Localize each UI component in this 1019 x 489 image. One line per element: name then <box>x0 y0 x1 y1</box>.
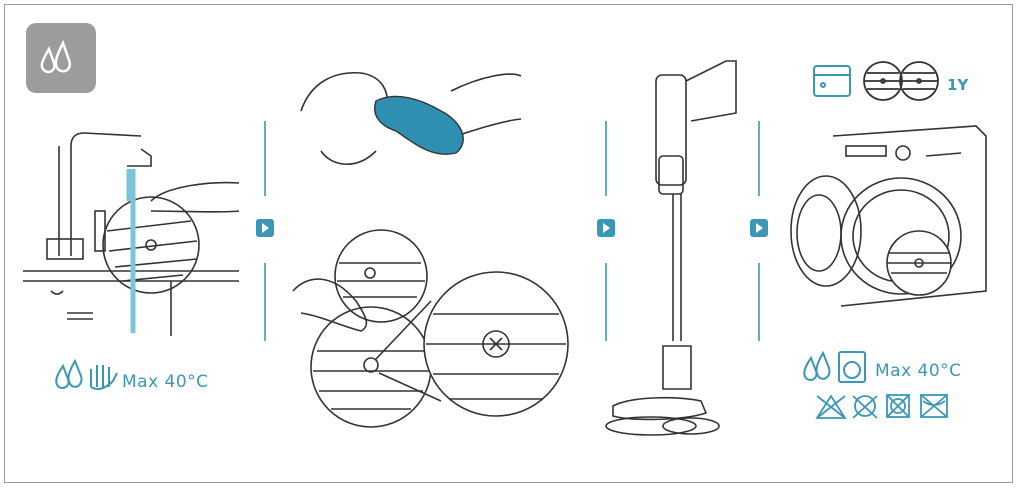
pad-removal-illustration <box>292 229 569 428</box>
no-tumble-dry-icon <box>852 395 878 419</box>
wringing-cloth-illustration <box>300 71 522 165</box>
water-drops-badge-icon <box>26 23 96 93</box>
step1-temperature-caption: Max 40°C <box>122 372 209 392</box>
faucet-rinse-illustration <box>23 132 240 336</box>
step-divider <box>264 121 760 341</box>
vacuum-cleaner-illustration <box>605 60 737 436</box>
spare-pads-icon <box>863 61 939 101</box>
no-bleach-icon <box>815 394 847 419</box>
water-drops-icon <box>55 358 83 389</box>
step4-temperature-caption: Max 40°C <box>875 361 962 381</box>
no-iron-icon <box>920 394 948 418</box>
box-icon <box>813 65 851 97</box>
instruction-panel: Max 40°C Max 40°C 1Y <box>4 4 1013 483</box>
no-dry-clean-icon <box>886 394 910 418</box>
water-stream-icon <box>126 169 136 333</box>
next-step-icon <box>256 219 768 237</box>
washing-machine-illustration <box>790 125 987 307</box>
instruction-illustration <box>23 23 987 436</box>
cloth-icon <box>374 95 464 155</box>
replacement-interval-badge: 1Y <box>947 76 969 94</box>
water-drops-icon <box>803 350 831 381</box>
washing-machine-icon <box>838 351 866 383</box>
hand-wash-icon <box>90 365 118 390</box>
